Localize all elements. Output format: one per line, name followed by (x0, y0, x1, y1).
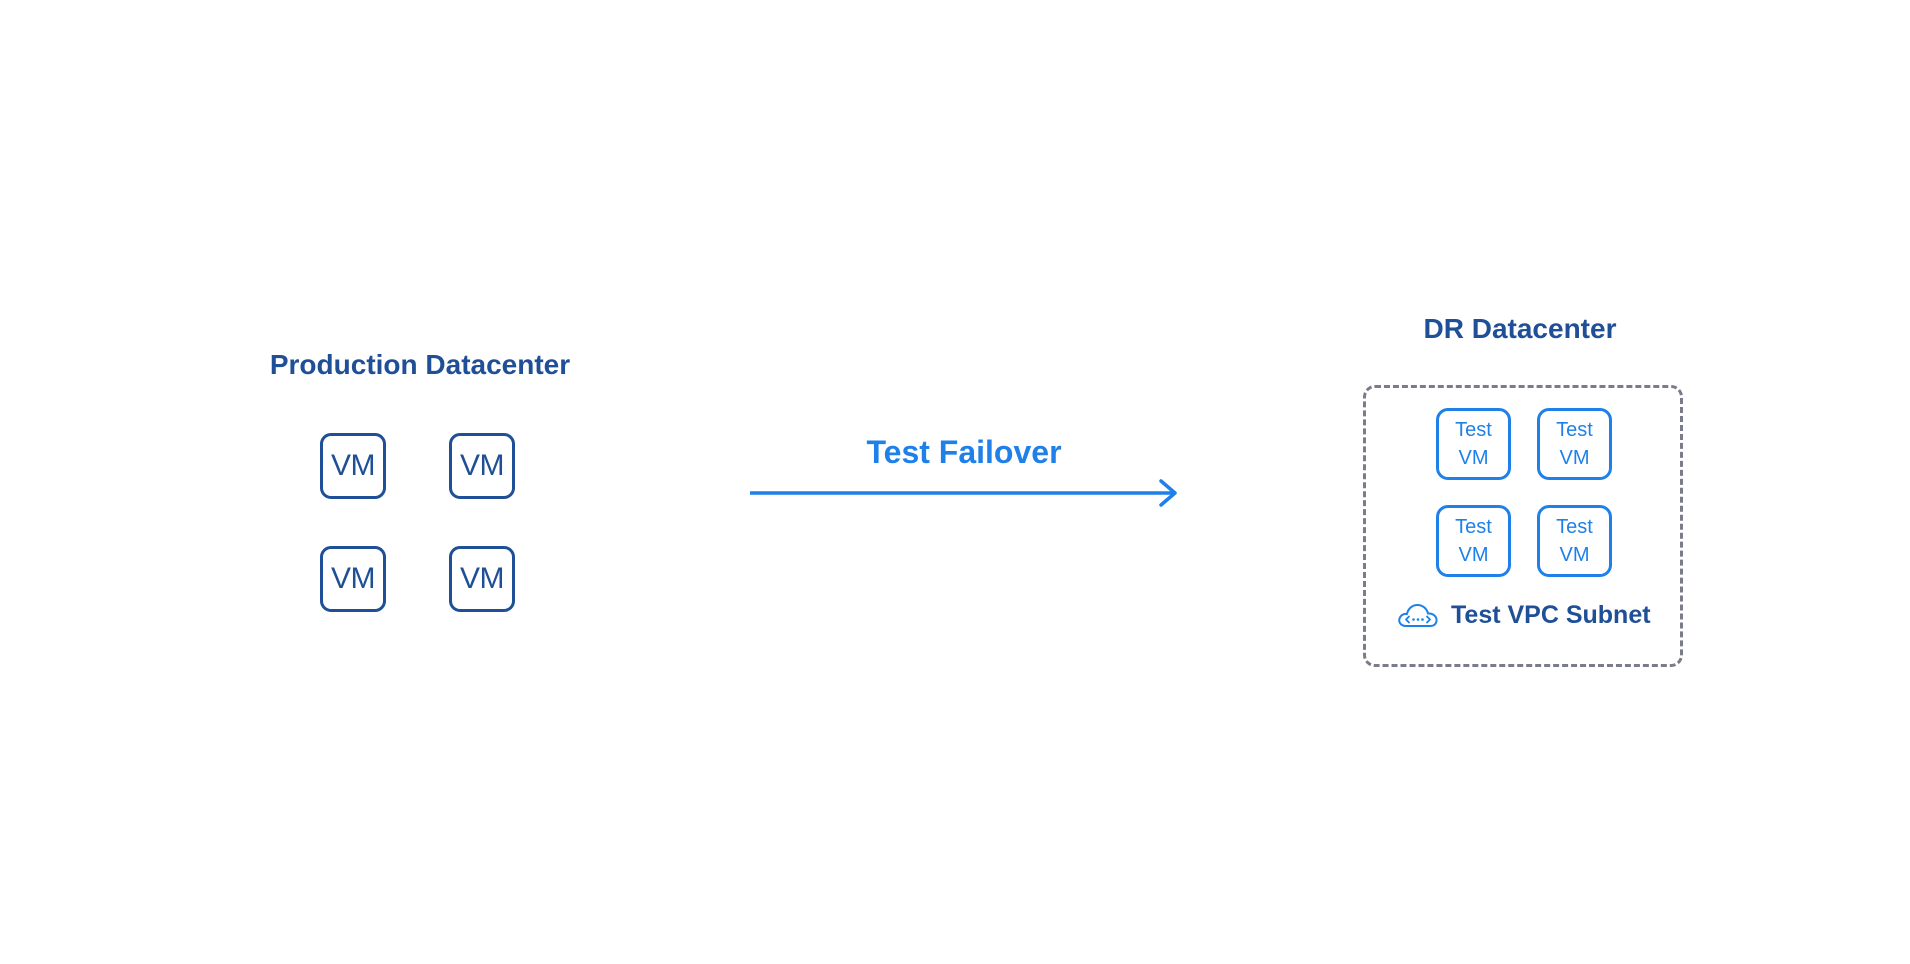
cloud-network-icon (1398, 604, 1438, 627)
production-datacenter-title: Production Datacenter (269, 349, 571, 380)
test-vm-label-line1: Test (1556, 419, 1593, 441)
test-vm-label-line1: Test (1455, 419, 1492, 441)
test-vm: Test VM (1537, 408, 1612, 480)
test-failover-label: Test Failover (866, 434, 1062, 470)
test-vm-label-line2: VM (1559, 447, 1590, 469)
test-vm: Test VM (1537, 505, 1612, 577)
test-vm-label-line2: VM (1458, 544, 1489, 566)
test-vm: Test VM (1436, 505, 1511, 577)
test-vm-label-line2: VM (1559, 544, 1590, 566)
test-vpc-subnet-region (1363, 385, 1683, 667)
test-vm-label-line2: VM (1458, 447, 1489, 469)
test-vpc-subnet-label: Test VPC Subnet (1451, 601, 1651, 629)
failover-arrow-icon (750, 479, 1177, 507)
test-vm: Test VM (1436, 408, 1511, 480)
production-vm: VM (320, 546, 386, 612)
production-vm: VM (449, 546, 515, 612)
production-vm: VM (449, 433, 515, 499)
production-vm: VM (320, 433, 386, 499)
test-vm-label-line1: Test (1556, 516, 1593, 538)
dr-datacenter-title: DR Datacenter (1423, 313, 1617, 344)
test-vm-label-line1: Test (1455, 516, 1492, 538)
